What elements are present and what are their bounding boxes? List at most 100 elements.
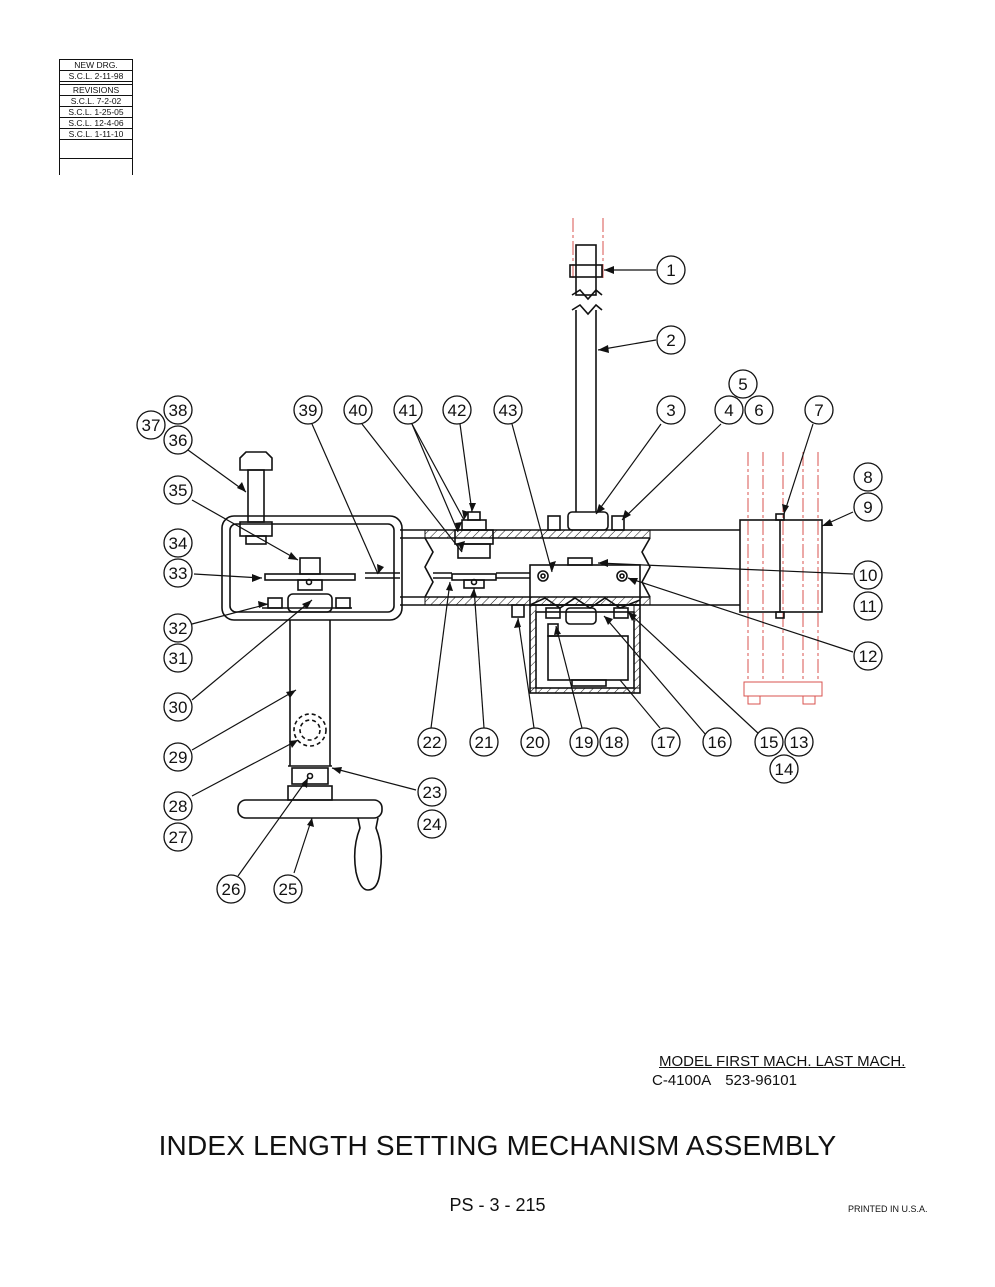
callout-balloon (293, 395, 323, 425)
callout-balloon (784, 727, 814, 757)
shaft-collar (569, 264, 603, 278)
callout-number: 20 (526, 733, 545, 752)
revision-blank (60, 140, 132, 159)
page-code: PS - 3 - 215 (449, 1195, 546, 1215)
callout-number: 13 (790, 733, 809, 752)
center-bolt-assembly (433, 511, 530, 589)
callout-balloon (728, 369, 758, 399)
callout-number: 38 (169, 401, 188, 420)
callout-number: 42 (448, 401, 467, 420)
callout-balloon (163, 395, 193, 425)
callout-number: 37 (142, 416, 161, 435)
callout-number: 26 (222, 880, 241, 899)
callout-balloon (714, 395, 744, 425)
callout-balloon (469, 727, 499, 757)
left-gear-assembly (262, 557, 400, 613)
support-column (288, 620, 332, 785)
new-drawing-label: NEW DRG. (60, 59, 132, 71)
callout-number: 39 (299, 401, 318, 420)
handwheel (237, 785, 383, 891)
callout-number: 2 (666, 331, 675, 350)
callout-balloon (163, 528, 193, 558)
callout-number: 15 (760, 733, 779, 752)
callout-balloon (804, 395, 834, 425)
callout-number: 4 (724, 401, 733, 420)
callout-number: 14 (775, 760, 794, 779)
callout-balloon (656, 255, 686, 285)
callout-number: 27 (169, 828, 188, 847)
callout-number: 16 (708, 733, 727, 752)
callout-number: 10 (859, 566, 878, 585)
callout-number: 17 (657, 733, 676, 752)
callout-number: 43 (499, 401, 518, 420)
printed-note: PRINTED IN U.S.A. (848, 1204, 928, 1214)
callout-number: 5 (738, 375, 747, 394)
revision-entry: S.C.L. 12-4-06 (60, 118, 132, 129)
revision-entry: S.C.L. 1-25-05 (60, 107, 132, 118)
revision-block: NEW DRG. S.C.L. 2-11-98 REVISIONS S.C.L.… (59, 59, 133, 175)
phantom-base-plate (743, 681, 823, 697)
callout-balloon (769, 754, 799, 784)
callout-number: 34 (169, 534, 188, 553)
callout-balloon (163, 425, 193, 455)
callout-balloon (651, 727, 681, 757)
callout-balloon (273, 874, 303, 904)
callout-number: 8 (863, 468, 872, 487)
callout-number: 30 (169, 698, 188, 717)
callout-balloon (656, 395, 686, 425)
callout-balloon (163, 643, 193, 673)
revision-entry: S.C.L. 7-2-02 (60, 96, 132, 107)
callout-number: 21 (475, 733, 494, 752)
callout-number: 35 (169, 481, 188, 500)
arrow-heads (237, 266, 833, 827)
callout-number: 23 (423, 783, 442, 802)
callout-balloon (136, 410, 166, 440)
callout-number: 1 (666, 261, 675, 280)
callout-balloon (493, 395, 523, 425)
callout-balloon (163, 742, 193, 772)
callout-number: 31 (169, 649, 188, 668)
phantom-frame-top (572, 218, 604, 280)
callout-balloon (853, 591, 883, 621)
callout-number: 29 (169, 748, 188, 767)
stop-block (511, 604, 525, 618)
callout-number: 19 (575, 733, 594, 752)
new-drawing-entry: S.C.L. 2-11-98 (60, 71, 132, 82)
callout-balloon (520, 727, 550, 757)
callout-number: 9 (863, 498, 872, 517)
revision-entry: S.C.L. 1-11-10 (60, 129, 132, 140)
callout-balloon (163, 791, 193, 821)
lower-housing (529, 604, 641, 694)
callout-balloon (853, 492, 883, 522)
callout-number: 11 (859, 597, 877, 616)
revisions-label: REVISIONS (60, 84, 132, 96)
drawing-title: INDEX LENGTH SETTING MECHANISM ASSEMBLY (158, 1130, 837, 1161)
callout-number: 3 (666, 401, 675, 420)
callout-number: 36 (169, 431, 188, 450)
model-value: C-4100A (652, 1072, 712, 1089)
callout-balloon (163, 613, 193, 643)
callout-number: 25 (279, 880, 298, 899)
callout-number: 6 (754, 401, 763, 420)
model-table-header: MODEL FIRST MACH. LAST MACH. (659, 1053, 906, 1070)
callout-number: 12 (859, 647, 878, 666)
callout-number: 40 (349, 401, 368, 420)
callout-number: 22 (423, 733, 442, 752)
bearing-bracket (547, 511, 625, 531)
callout-number: 28 (169, 797, 188, 816)
callout-number: 7 (814, 401, 823, 420)
callout-balloon (442, 395, 472, 425)
callout-balloon (163, 692, 193, 722)
callout-balloon (417, 777, 447, 807)
callout-balloon (754, 727, 784, 757)
callout-balloon (417, 727, 447, 757)
callout-balloon (216, 874, 246, 904)
callout-balloon (163, 822, 193, 852)
callout-balloon (744, 395, 774, 425)
phantom-frame-right (747, 452, 819, 682)
leader-lines (187, 269, 854, 877)
callout-number: 32 (169, 619, 188, 638)
